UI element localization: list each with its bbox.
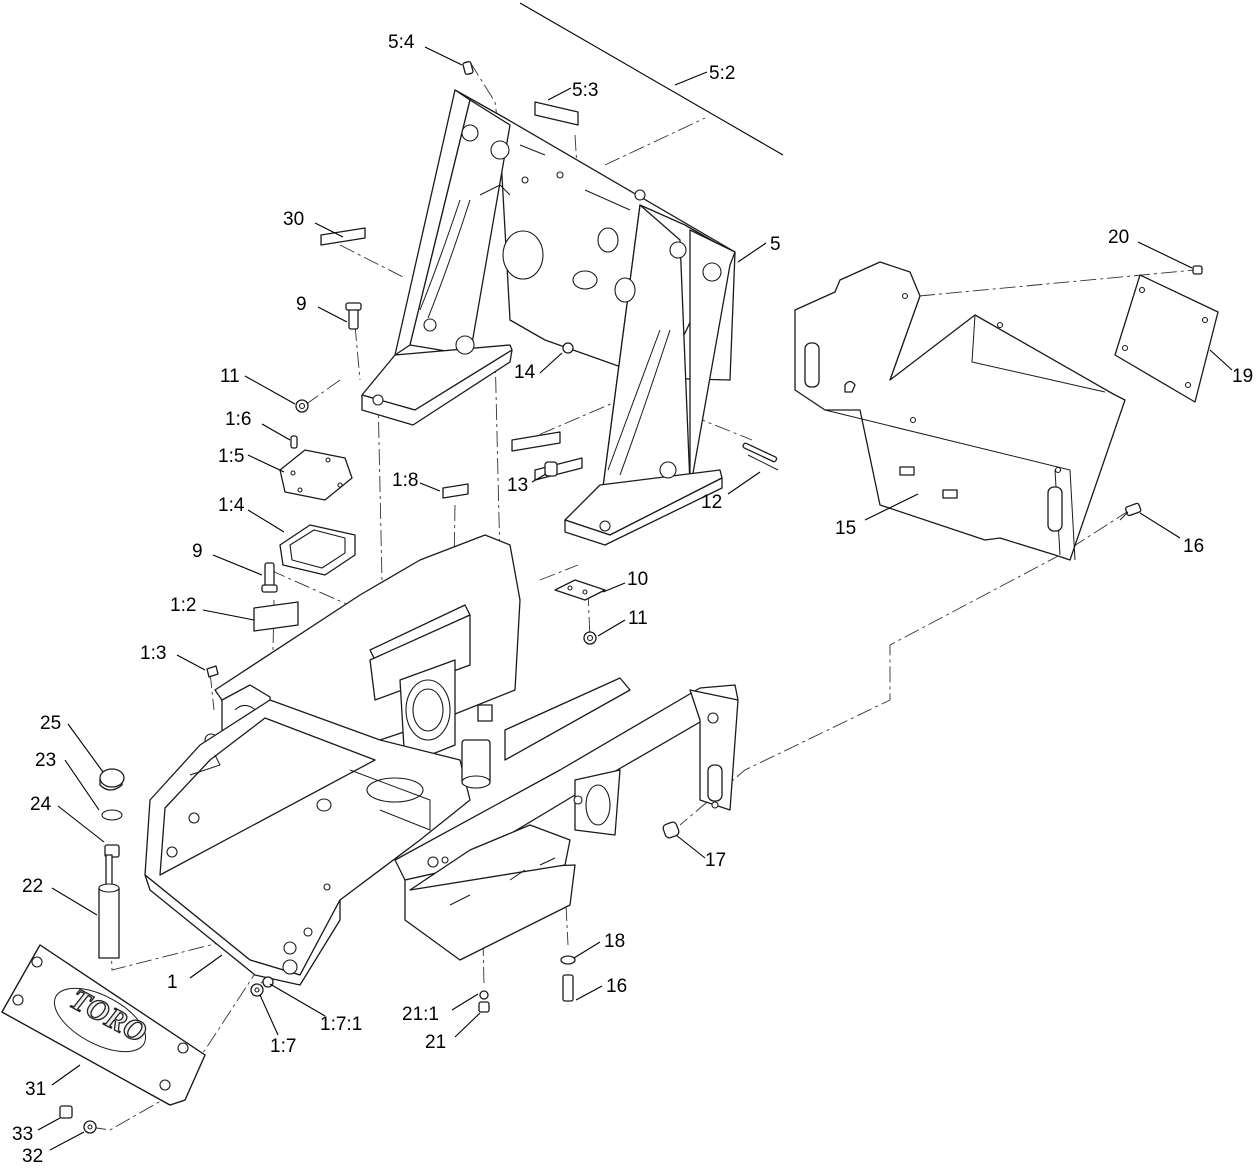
callout-1-7: 1:7: [270, 1036, 296, 1057]
callout-24: 24: [30, 794, 52, 815]
side-shield: [794, 261, 1126, 561]
callout-30: 30: [283, 209, 304, 230]
callout-11-upper: 11: [220, 366, 240, 387]
callout-33: 33: [12, 1124, 33, 1145]
callout-20: 20: [1108, 227, 1129, 248]
callout-1-7-1: 1:7:1: [320, 1014, 362, 1035]
callout-1-6: 1:6: [225, 409, 251, 430]
callout-18: 18: [604, 931, 625, 952]
callout-9-upper: 9: [296, 294, 307, 315]
callout-1-5: 1:5: [218, 446, 244, 467]
callout-5-2: 5:2: [709, 63, 735, 84]
bolt-upper-right: [1119, 502, 1142, 521]
lower-fasteners: [59, 821, 680, 1134]
callout-31: 31: [25, 1079, 46, 1100]
callout-9-lower: 9: [192, 541, 203, 562]
callout-32: 32: [22, 1146, 43, 1167]
fuel-filler-assembly: [98, 768, 125, 959]
callout-1: 1: [167, 972, 178, 993]
callout-12: 12: [701, 492, 722, 513]
callout-16-lower: 16: [606, 976, 627, 997]
callout-16-upper: 16: [1183, 536, 1204, 557]
callout-22: 22: [22, 876, 43, 897]
callout-14: 14: [514, 362, 536, 383]
callout-13: 13: [507, 475, 528, 496]
cover-plate: [1114, 265, 1219, 403]
callout-19: 19: [1232, 366, 1253, 387]
callout-leaders: [37, 2, 1233, 1151]
callout-5-4: 5:4: [388, 32, 415, 53]
callout-15: 15: [835, 518, 856, 539]
upper-tower-frame: [361, 89, 736, 546]
callout-10: 10: [627, 569, 648, 590]
callout-5: 5: [770, 234, 781, 255]
callout-21-1: 21:1: [402, 1004, 439, 1025]
callout-5-3: 5:3: [572, 80, 598, 101]
callout-11-lower: 11: [628, 608, 648, 629]
callout-21: 21: [425, 1032, 446, 1053]
callout-1-4: 1:4: [218, 495, 245, 516]
callout-17: 17: [705, 850, 726, 871]
main-chassis: [144, 534, 739, 986]
callout-25: 25: [40, 713, 61, 734]
callout-1-8: 1:8: [392, 470, 418, 491]
callout-23: 23: [35, 750, 56, 771]
left-hardware: [206, 435, 606, 678]
callout-labels: 5:4 5:2 5:3 30 5 20 9 19 11 14 1:6 1:5 1…: [12, 32, 1253, 1167]
callout-1-2: 1:2: [170, 595, 196, 616]
callout-1-3: 1:3: [140, 643, 166, 664]
